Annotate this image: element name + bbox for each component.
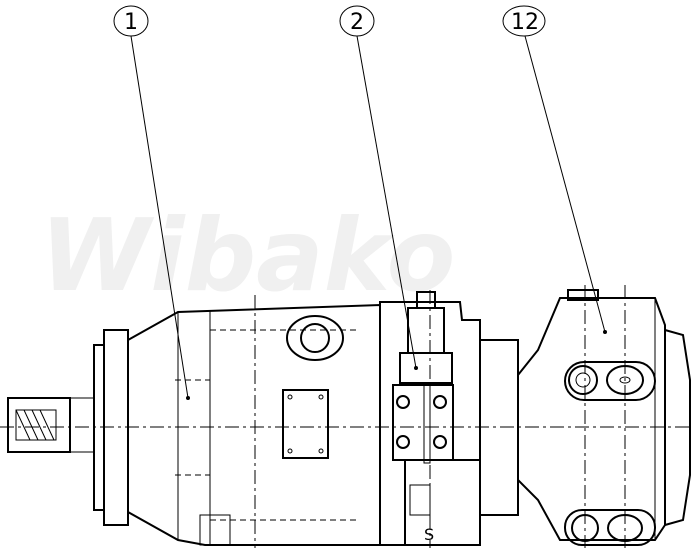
callout-12-label: 12 — [511, 10, 539, 35]
callout-1: 1 — [113, 5, 190, 400]
watermark: Wibako — [40, 197, 455, 314]
drive-shaft — [7, 397, 95, 453]
motor-unit — [517, 289, 691, 546]
pump-housing — [127, 303, 381, 546]
control-valve-body: S — [379, 291, 519, 546]
callout-2: 2 — [339, 5, 418, 370]
callout-1-label: 1 — [124, 10, 138, 35]
callout-2-label: 2 — [350, 10, 364, 35]
port-label-s: S — [424, 525, 434, 544]
callout-12: 12 — [502, 5, 607, 334]
